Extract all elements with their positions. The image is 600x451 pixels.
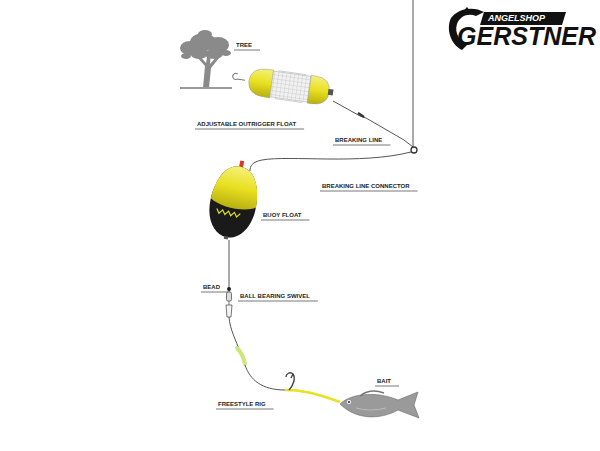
leader-line <box>261 220 309 221</box>
part-label: BUOY FLOAT <box>263 212 301 218</box>
breaking-line-connector <box>411 147 417 153</box>
part-label: TREE <box>236 42 252 48</box>
ball-bearing-swivel <box>227 292 232 301</box>
part-label: FREESTYLE RIG <box>218 401 266 407</box>
part-label: BAIT <box>377 378 391 384</box>
logo-title: GERSTNER <box>457 24 596 49</box>
part-label: BALL BEARING SWIVEL <box>240 293 310 299</box>
leader-line <box>320 191 418 192</box>
part-label: BEAD <box>203 284 220 290</box>
part-label: BREAKING LINE <box>335 137 382 143</box>
tree <box>180 30 232 89</box>
part-label: ADJUSTABLE OUTRIGGER FLOAT <box>197 121 296 127</box>
leader-line <box>375 386 399 387</box>
leader-line <box>195 129 304 130</box>
leader-line <box>201 292 228 293</box>
leader-line <box>234 50 260 51</box>
leader-line <box>238 301 318 302</box>
logo-subtitle: ANGELSHOP <box>488 14 545 23</box>
leader-line <box>333 145 390 146</box>
bait-fish <box>340 391 419 418</box>
outrigger-float <box>230 65 335 107</box>
buoy-float <box>203 156 265 244</box>
leader-line <box>216 409 274 410</box>
part-label: BREAKING LINE CONNECTOR <box>322 183 410 189</box>
